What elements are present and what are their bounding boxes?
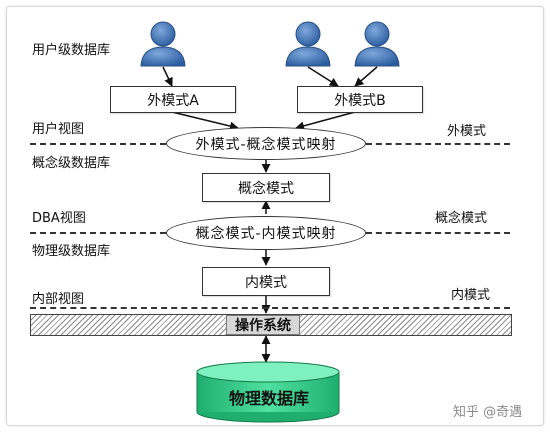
- conceptual-internal-mapping-label: 概念模式-内模式映射: [195, 226, 337, 242]
- arrow-extA-mapping: [171, 111, 239, 131]
- external-conceptual-mapping-label: 外模式-概念模式映射: [195, 136, 337, 153]
- label-user-view: 用户视图: [32, 122, 85, 137]
- arrow-extB-mapping: [295, 111, 356, 131]
- label-physical-db: 物理级数据库: [32, 244, 111, 259]
- physical-database-label: 物理数据库: [228, 389, 309, 408]
- label-internal-schema: 内模式: [451, 288, 491, 303]
- user-icon-1: [140, 21, 186, 67]
- internal-schema-box: 内模式: [202, 267, 330, 296]
- label-concept-db: 概念级数据库: [32, 156, 111, 171]
- external-schema-a-box: 外模式A: [110, 86, 236, 113]
- watermark: 知乎 @奇遇: [453, 405, 523, 420]
- physical-database-cylinder: [196, 361, 340, 423]
- label-dba-view: DBA视图: [32, 211, 86, 226]
- separator-dba-right: [366, 232, 510, 234]
- label-external-schema: 外模式: [447, 124, 487, 139]
- separator-user-right: [366, 143, 510, 145]
- external-schema-a-label: 外模式A: [147, 92, 199, 109]
- internal-schema-label: 内模式: [245, 274, 287, 291]
- operating-system-label: 操作系统: [226, 315, 300, 335]
- conceptual-internal-mapping: 概念模式-内模式映射: [166, 216, 366, 250]
- label-internal-view: 内部视图: [32, 292, 85, 307]
- user-icon-3: [354, 21, 400, 67]
- conceptual-schema-box: 概念模式: [202, 173, 330, 202]
- conceptual-schema-label: 概念模式: [238, 180, 294, 197]
- external-schema-b-label: 外模式B: [334, 92, 386, 109]
- external-conceptual-mapping: 外模式-概念模式映射: [166, 127, 366, 160]
- user-icon-2: [285, 21, 331, 67]
- separator-user-left: [30, 143, 166, 145]
- separator-internal: [30, 307, 510, 309]
- label-conceptual-schema: 概念模式: [435, 211, 488, 226]
- external-schema-b-box: 外模式B: [297, 86, 423, 113]
- label-user-db: 用户级数据库: [32, 43, 111, 58]
- arrow-user1-extA: [162, 66, 173, 87]
- arrow-user2-extB: [307, 66, 339, 87]
- separator-dba-left: [30, 232, 166, 234]
- arrow-user3-extB: [354, 66, 378, 87]
